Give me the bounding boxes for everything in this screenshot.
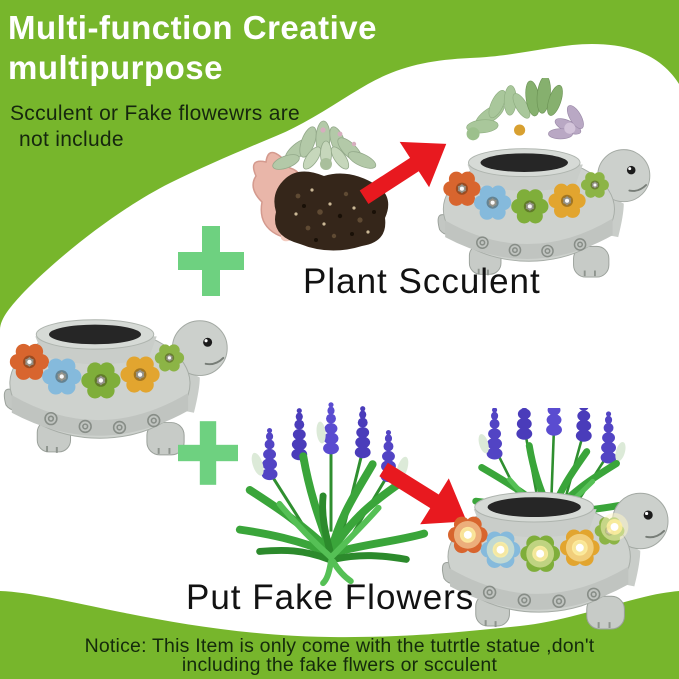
plant-succulent-caption: Plant Scculent: [303, 262, 541, 301]
not-included-note-line1: Scculent or Fake flowewrs are: [10, 102, 300, 125]
planted-succulents: [466, 78, 584, 141]
arrow-up-right-icon: [359, 141, 447, 204]
notice-text: Notice: This Item is only come with the …: [0, 635, 679, 676]
arrow-down-right-icon: [379, 462, 467, 525]
bottom-green-band: [0, 591, 679, 679]
page-title: Multi-function Creative multipurpose: [8, 8, 377, 88]
succulent-rosette: [272, 120, 377, 170]
lavender-leaves: [235, 452, 429, 587]
not-included-note-line2: not include: [19, 128, 124, 151]
not-included-note: Scculent or Fake flowewrs are not includ…: [10, 101, 300, 153]
turtle-with-succulents-photo: [425, 78, 670, 278]
page-title-line2: multipurpose: [8, 49, 224, 86]
turtle-with-flowers-photo: [440, 408, 678, 630]
top-green-band: [0, 0, 679, 330]
plus-icon: [178, 226, 244, 296]
soil-ball: [274, 171, 389, 251]
succulent-cutting-photo: [252, 120, 389, 251]
fake-lavender-photo: [235, 402, 429, 587]
plus-icon: [178, 421, 238, 485]
notice-line1: Notice: This Item is only come with the …: [84, 635, 595, 657]
notice-line2: including the fake flwers or scculent: [181, 654, 498, 676]
put-fake-flowers-caption: Put Fake Flowers: [186, 578, 475, 617]
page-title-line1: Multi-function Creative: [8, 9, 378, 46]
